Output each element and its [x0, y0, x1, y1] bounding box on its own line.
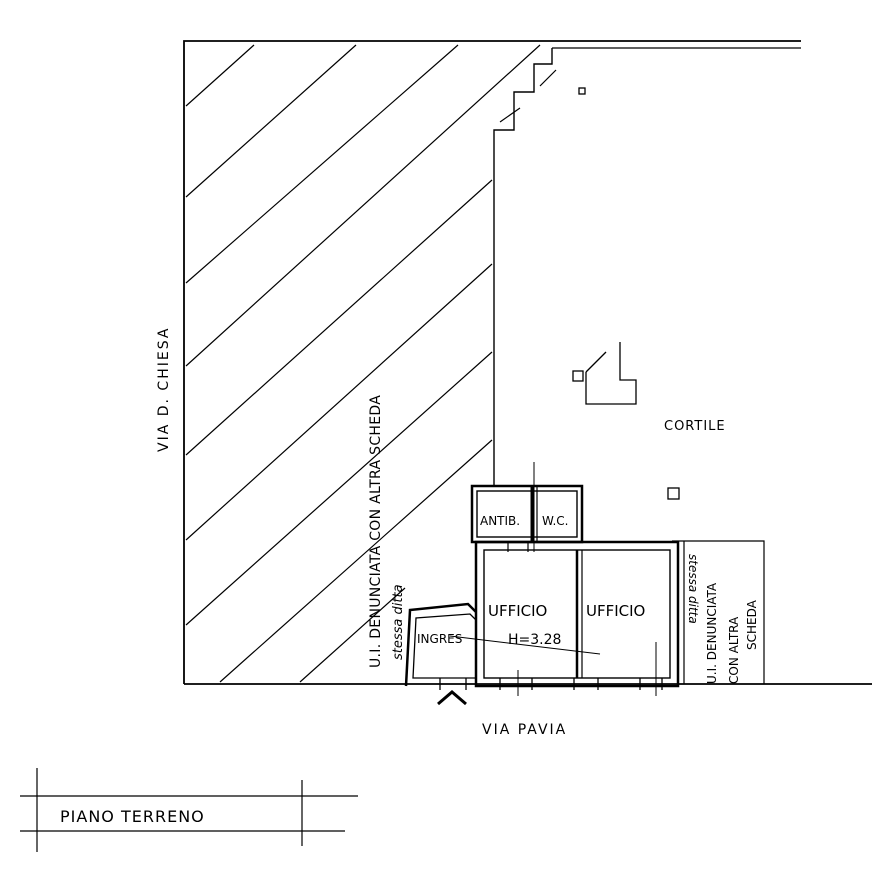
title-piano-terreno: PIANO TERRENO: [60, 807, 205, 826]
note-denunciata-left: U.I. DENUNCIATA CON ALTRA SCHEDA: [368, 395, 384, 668]
height-note: H=3.28: [508, 632, 561, 648]
room-label-wc: W.C.: [542, 514, 569, 528]
note-denunciata-right-2: CON ALTRA: [727, 616, 741, 684]
note-stessa-ditta-right: stessa ditta: [686, 554, 700, 624]
entrance-arrow-icon: [437, 690, 467, 706]
note-stessa-ditta-left: stessa ditta: [391, 584, 406, 660]
room-label-ufficio-1: UFFICIO: [488, 602, 547, 620]
right-adjacent-unit: [672, 540, 765, 684]
stepped-boundary: [493, 48, 553, 486]
note-denunciata-right-1: U.I. DENUNCIATA: [705, 582, 719, 684]
main-block-wall: [474, 540, 680, 688]
building-walls: [404, 484, 680, 690]
hatched-area: [185, 44, 557, 683]
room-label-antib: ANTIB.: [480, 514, 520, 528]
street-label-via-pavia: VIA PAVIA: [482, 722, 567, 738]
courtyard-objects: [572, 87, 680, 500]
area-label-cortile: CORTILE: [664, 419, 726, 434]
note-denunciata-right-3: SCHEDA: [745, 599, 759, 650]
room-label-ingresso: INGRES: [417, 632, 462, 646]
lot-outline: [183, 40, 801, 684]
lot-boundary-line: [183, 40, 801, 684]
street-label-via-chiesa: VIA D. CHIESA: [156, 327, 172, 452]
room-label-ufficio-2: UFFICIO: [586, 602, 645, 620]
axis-lines: [449, 462, 657, 696]
title-block: [20, 768, 358, 852]
entrance-annex-wall: [404, 602, 477, 687]
